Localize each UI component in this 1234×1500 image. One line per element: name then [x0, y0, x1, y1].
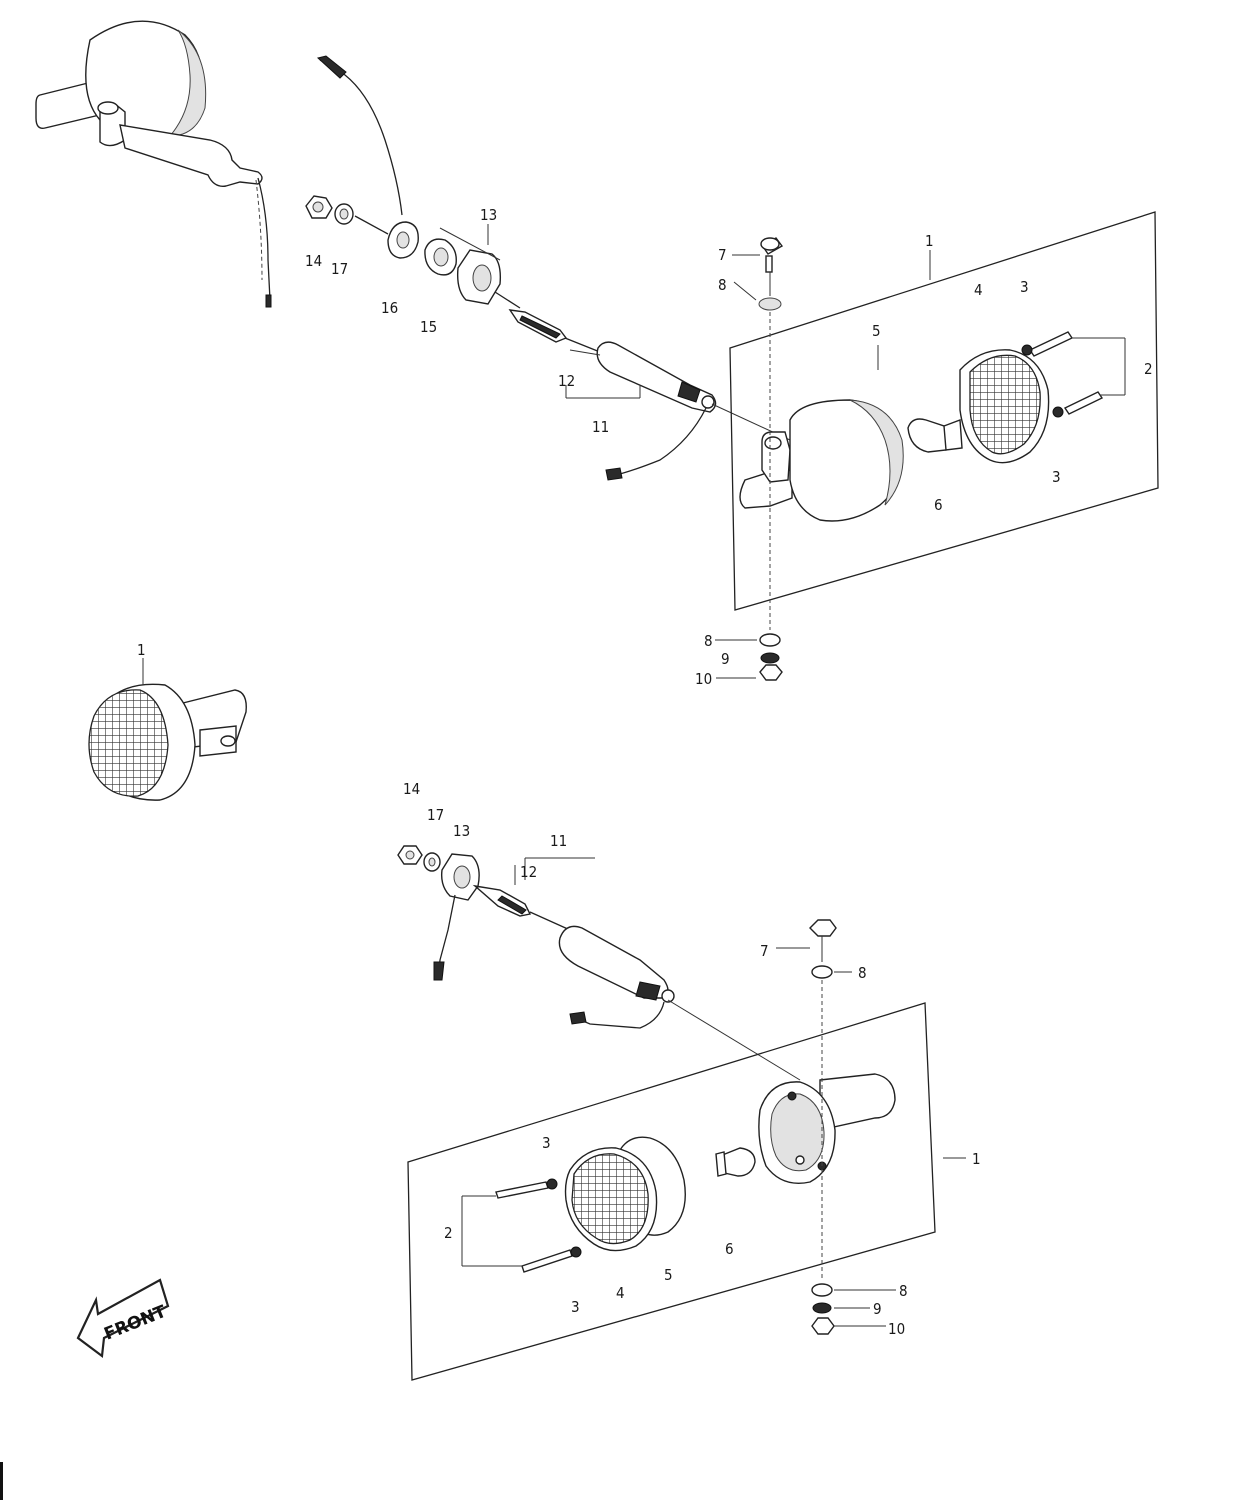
label-10: 10: [888, 1320, 905, 1338]
label-2: 2: [1144, 360, 1153, 378]
label-9: 9: [873, 1300, 882, 1318]
part-12-stem: [596, 341, 717, 413]
upper-assembly-plate: [729, 211, 1159, 611]
lower-screws: [495, 1178, 582, 1273]
upper-leaders: [487, 224, 1126, 679]
upper-mount-hardware: [758, 237, 784, 681]
label-4: 4: [616, 1284, 625, 1302]
label-13: 13: [453, 822, 470, 840]
upper-labels: 1 2 3 3 4 5 6 7 8 8 9 10 11 12 13 14 15 …: [305, 206, 1153, 688]
label-9: 9: [721, 650, 730, 668]
label-1: 1: [137, 641, 146, 659]
label-7: 7: [760, 942, 769, 960]
label-4: 4: [974, 281, 983, 299]
label-11: 11: [550, 832, 567, 850]
label-8: 8: [858, 964, 867, 982]
lower-assembly: [397, 845, 801, 1081]
label-5: 5: [664, 1266, 673, 1284]
lower-assembly-plate: [407, 1002, 936, 1381]
label-6: 6: [934, 496, 943, 514]
label-11: 11: [592, 418, 609, 436]
label-7: 7: [718, 246, 727, 264]
label-3: 3: [542, 1134, 551, 1152]
label-5: 5: [872, 322, 881, 340]
label-3: 3: [571, 1298, 580, 1316]
front-label: FRONT: [101, 1302, 169, 1345]
label-14: 14: [403, 780, 420, 798]
label-8: 8: [704, 632, 713, 650]
lower-bulb: [715, 1147, 756, 1177]
label-1: 1: [925, 232, 934, 250]
label-8: 8: [899, 1282, 908, 1300]
label-17: 17: [331, 260, 348, 278]
label-1: 1: [972, 1150, 981, 1168]
lower-leaders: [461, 857, 966, 1327]
upper-assembly: [305, 55, 791, 481]
upper-bulb: [907, 418, 963, 453]
label-16: 16: [381, 299, 398, 317]
front-direction-arrow: FRONT: [76, 1278, 169, 1359]
label-2: 2: [444, 1224, 453, 1242]
edge-mark: [0, 1462, 3, 1500]
label-12: 12: [520, 863, 537, 881]
label-8: 8: [718, 276, 727, 294]
label-3: 3: [1020, 278, 1029, 296]
upper-signal-housing: [739, 399, 904, 522]
label-10: 10: [695, 670, 712, 688]
label-17: 17: [427, 806, 444, 824]
reference-turn-signal: [35, 20, 272, 308]
lower-lens: [564, 1136, 686, 1252]
label-6: 6: [725, 1240, 734, 1258]
upper-lens: [959, 349, 1050, 464]
label-13: 13: [480, 206, 497, 224]
label-15: 15: [420, 318, 437, 336]
label-3: 3: [1052, 468, 1061, 486]
label-12: 12: [558, 372, 575, 390]
lower-mount-hardware: [809, 919, 837, 1335]
label-14: 14: [305, 252, 322, 270]
lower-labels: 1 2 3 3 4 5 6 7 8 8 9 10 11 12 13 14 17: [403, 780, 981, 1338]
standalone-turn-signal: 1: [88, 641, 247, 801]
lower-signal-housing: [758, 1073, 896, 1184]
upper-screws: [1021, 331, 1104, 418]
